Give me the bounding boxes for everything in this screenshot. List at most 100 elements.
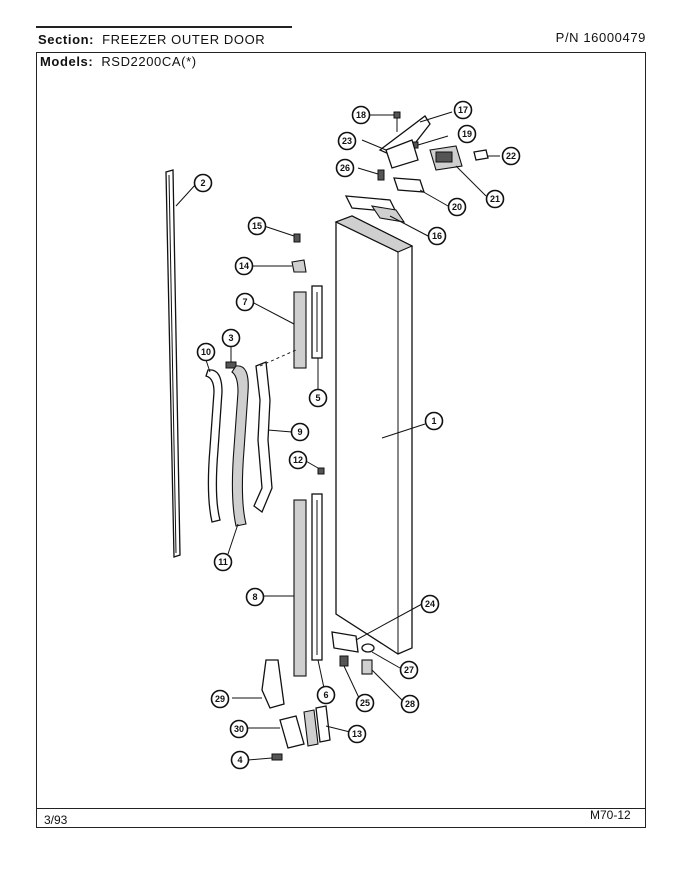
part-8-trim-lower — [262, 499, 307, 677]
callout-number: 18 — [356, 110, 366, 120]
callout-number: 8 — [252, 592, 257, 602]
part-6-rail-lower — [311, 493, 325, 689]
part-7-trim-upper — [251, 291, 307, 369]
callout-circle — [196, 342, 216, 362]
part-24-bottom-hinge — [331, 603, 423, 653]
callout-number: 5 — [315, 393, 320, 403]
callout-number: 12 — [293, 455, 303, 465]
part-30-hinge-lower — [248, 715, 305, 749]
callout-number: 10 — [201, 347, 211, 357]
callout-30: 30 — [229, 719, 249, 739]
callout-28: 28 — [400, 694, 420, 714]
callout-number: 27 — [404, 665, 414, 675]
callout-circle — [399, 660, 419, 680]
part-26-hinge-pin — [357, 167, 385, 181]
callout-number: 23 — [342, 136, 352, 146]
callout-29: 29 — [210, 689, 230, 709]
callout-circle — [316, 685, 336, 705]
callout-7: 7 — [235, 292, 255, 312]
callout-8: 8 — [245, 587, 265, 607]
callout-number: 19 — [462, 129, 472, 139]
callout-circle — [308, 388, 328, 408]
callout-circle — [235, 292, 255, 312]
callout-circle — [420, 594, 440, 614]
callout-circle — [427, 226, 447, 246]
part-15-screw — [263, 225, 301, 243]
part-22-clip — [473, 149, 500, 161]
callout-circle — [221, 328, 241, 348]
callout-number: 15 — [252, 221, 262, 231]
callout-23: 23 — [337, 131, 357, 151]
part-25-bolt — [339, 655, 361, 701]
callout-circle — [424, 411, 444, 431]
callout-circle — [355, 693, 375, 713]
callout-14: 14 — [234, 256, 254, 276]
part-3-screw — [225, 346, 237, 369]
section-value: FREEZER OUTER DOOR — [102, 32, 266, 47]
callout-circle — [229, 719, 249, 739]
callout-16: 16 — [427, 226, 447, 246]
callout-4: 4 — [230, 750, 250, 770]
part-18-screw — [370, 111, 401, 132]
callout-number: 1 — [431, 416, 436, 426]
callout-12: 12 — [288, 450, 308, 470]
diagram-frame — [36, 52, 646, 828]
callout-circle — [453, 100, 473, 120]
callout-15: 15 — [247, 216, 267, 236]
footer-date: 3/93 — [44, 813, 68, 827]
callout-circle — [193, 173, 213, 193]
callout-circle — [400, 694, 420, 714]
callout-number: 7 — [242, 297, 247, 307]
part-28-bushing — [361, 659, 403, 701]
part-16-hinge-bracket — [344, 195, 429, 237]
callout-number: 4 — [237, 755, 242, 765]
callout-circle — [245, 587, 265, 607]
part-29-bracket — [232, 659, 285, 709]
part-9-handle-inner — [253, 349, 297, 514]
part-10-handle-outer — [205, 359, 223, 523]
callout-21: 21 — [485, 189, 505, 209]
part-27-washer — [361, 643, 401, 669]
callout-group: 1234567891011121314151617181920212223242… — [193, 100, 521, 770]
callout-circle — [337, 131, 357, 151]
section-label: Section: — [38, 32, 95, 47]
part-5-rail-upper — [311, 285, 323, 390]
callout-circle — [335, 158, 355, 178]
callout-9: 9 — [290, 422, 310, 442]
callout-circle — [230, 750, 250, 770]
callout-5: 5 — [308, 388, 328, 408]
callout-number: 21 — [490, 194, 500, 204]
callout-number: 6 — [323, 690, 328, 700]
part-14-cap — [252, 259, 307, 273]
callout-circle — [213, 552, 233, 572]
callout-10: 10 — [196, 342, 216, 362]
footer-page-code: M70-12 — [590, 808, 631, 822]
callout-number: 24 — [425, 599, 435, 609]
callout-number: 29 — [215, 694, 225, 704]
footer-rule — [36, 808, 646, 809]
callout-3: 3 — [221, 328, 241, 348]
section-heading: Section: FREEZER OUTER DOOR — [38, 32, 265, 47]
callout-number: 30 — [234, 724, 244, 734]
callout-circle — [234, 256, 254, 276]
models-label: Models: — [40, 54, 94, 69]
callout-number: 11 — [218, 557, 228, 567]
callout-circle — [457, 124, 477, 144]
callout-circle — [351, 105, 371, 125]
callout-circle — [485, 189, 505, 209]
part-21-hinge-block — [429, 145, 487, 197]
callout-circle — [288, 450, 308, 470]
callout-number: 9 — [297, 427, 302, 437]
callout-circle — [210, 689, 230, 709]
callout-13: 13 — [347, 724, 367, 744]
callout-circle — [447, 197, 467, 217]
callout-circle — [290, 422, 310, 442]
callout-number: 28 — [405, 699, 415, 709]
callout-number: 22 — [506, 151, 516, 161]
callout-20: 20 — [447, 197, 467, 217]
part-number: P/N 16000479 — [555, 30, 646, 45]
callout-18: 18 — [351, 105, 371, 125]
callout-22: 22 — [501, 146, 521, 166]
callout-25: 25 — [355, 693, 375, 713]
